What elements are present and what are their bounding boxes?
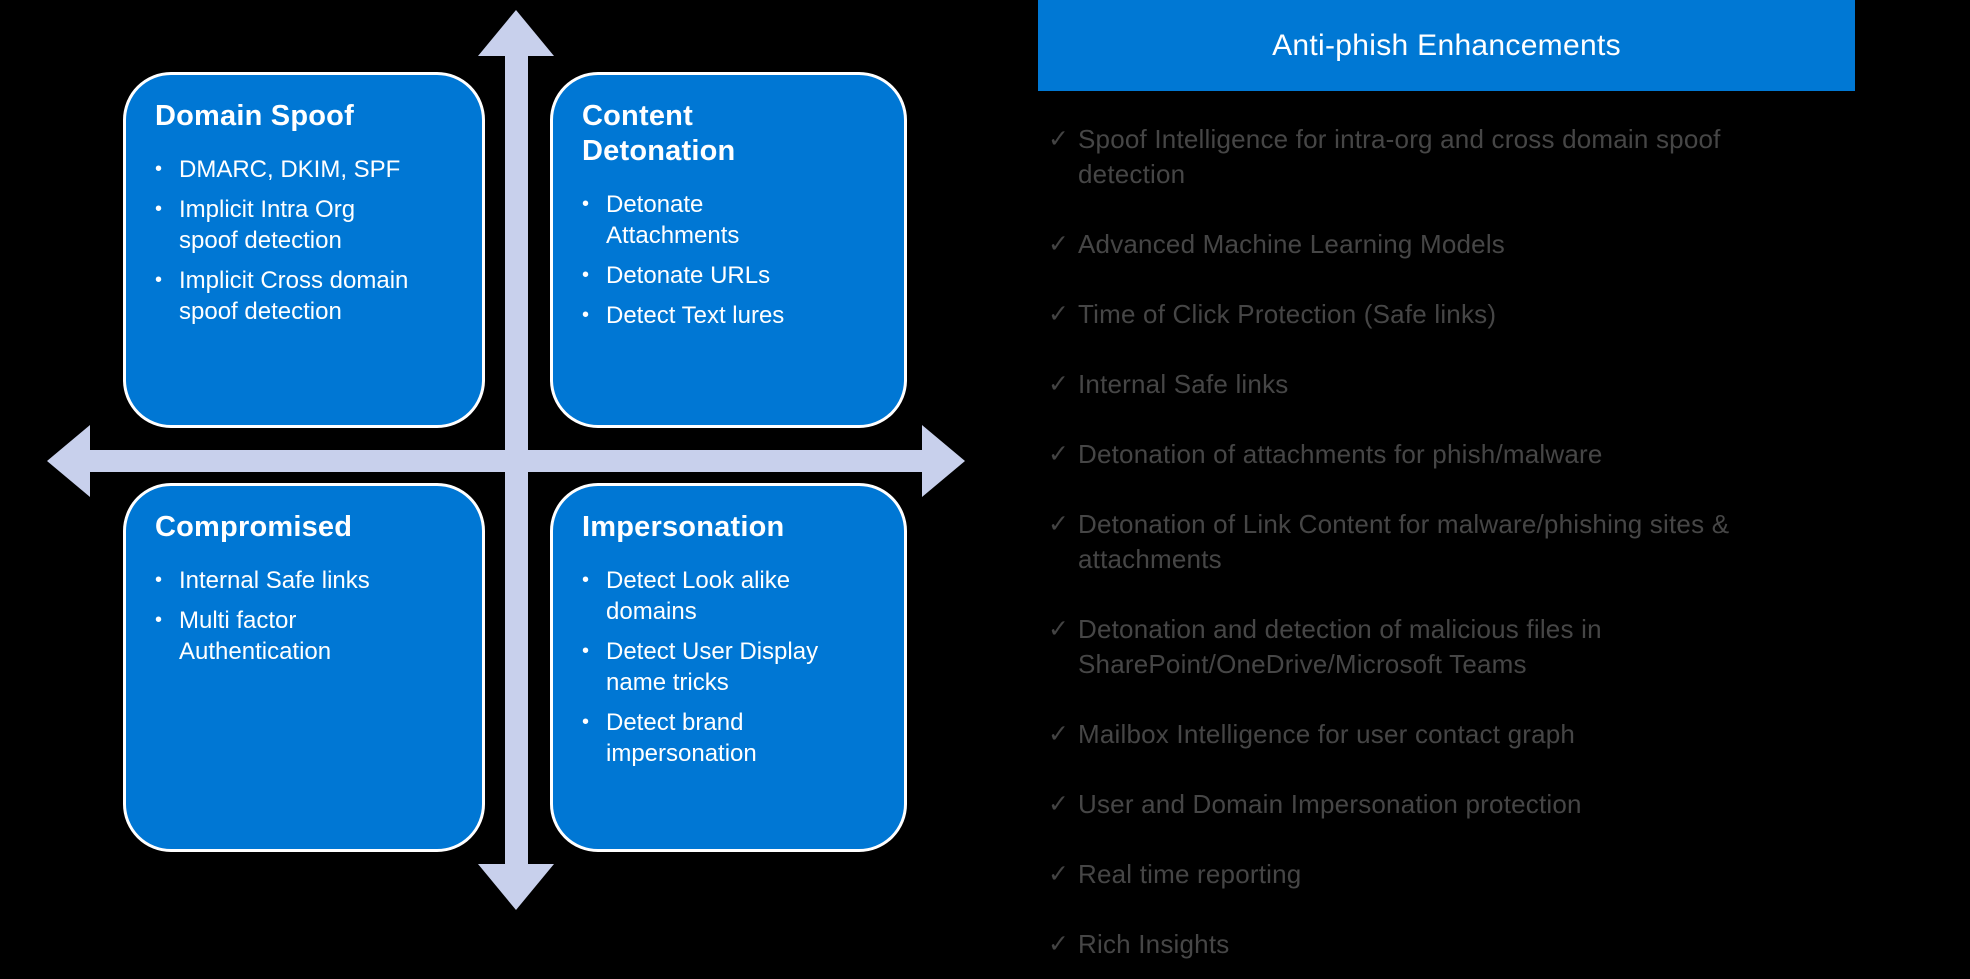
bullet-text: Implicit Cross domain spoof detection xyxy=(179,267,409,325)
checkmark-icon: ✓ xyxy=(1048,615,1069,643)
box-title: Domain Spoof xyxy=(155,100,354,132)
arrow-down-icon xyxy=(478,864,554,910)
bullet-item: • Implicit Intra Org spoof detection xyxy=(155,194,456,256)
checkmark-icon: ✓ xyxy=(1048,300,1069,328)
arrow-right-icon xyxy=(922,425,965,497)
checkmark-icon: ✓ xyxy=(1048,790,1069,818)
arrow-left-icon xyxy=(47,425,90,497)
list-item: ✓ Real time reporting xyxy=(1048,857,1838,892)
bullet-text: Detonate Attachments xyxy=(606,191,740,249)
bullet-text: DMARC, DKIM, SPF xyxy=(179,156,401,183)
checkmark-icon: ✓ xyxy=(1048,440,1069,468)
box-title: Content Detonation xyxy=(582,100,736,167)
list-item: ✓ Time of Click Protection (Safe links) xyxy=(1048,297,1838,332)
bullet-text: Detect brand impersonation xyxy=(606,709,757,767)
bullet-text: Internal Safe links xyxy=(179,567,370,594)
checkmark-icon: ✓ xyxy=(1048,720,1069,748)
quadrant-box-compromised: Compromised • Internal Safe links • Mult… xyxy=(123,483,485,852)
list-item: ✓ Mailbox Intelligence for user contact … xyxy=(1048,717,1838,752)
list-item-text: Time of Click Protection (Safe links) xyxy=(1078,299,1497,329)
checkmark-icon: ✓ xyxy=(1048,860,1069,888)
list-item: ✓ Internal Safe links xyxy=(1048,367,1838,402)
list-item-text: Spoof Intelligence for intra-org and cro… xyxy=(1078,124,1721,189)
bullet-text: Multi factor Authentication xyxy=(179,607,332,665)
list-item-text: Rich Insights xyxy=(1078,929,1230,959)
bullet-text: Detect Look alike domains xyxy=(606,567,791,625)
checkmark-icon: ✓ xyxy=(1048,230,1069,258)
bullet-marker: • xyxy=(155,158,163,180)
box-title: Compromised xyxy=(155,511,353,543)
bullet-marker: • xyxy=(155,269,163,291)
bullet-text: Detect User Display name tricks xyxy=(606,638,819,696)
list-item: ✓ Rich Insights xyxy=(1048,927,1838,962)
bullet-item: • Detonate URLs xyxy=(582,260,878,291)
list-item-text: Detonation and detection of malicious fi… xyxy=(1078,614,1602,679)
bullet-text: Detonate URLs xyxy=(606,262,771,289)
bullet-marker: • xyxy=(582,711,590,733)
checkmark-icon: ✓ xyxy=(1048,370,1069,398)
quadrant-box-domain-spoof: Domain Spoof • DMARC, DKIM, SPF • Implic… xyxy=(123,72,485,428)
list-item: ✓ User and Domain Impersonation protecti… xyxy=(1048,787,1838,822)
list-item-text: Mailbox Intelligence for user contact gr… xyxy=(1078,719,1576,749)
checkmark-icon: ✓ xyxy=(1048,510,1069,538)
bullet-marker: • xyxy=(582,304,590,326)
bullet-marker: • xyxy=(582,264,590,286)
quadrant-box-impersonation: Impersonation • Detect Look alike domain… xyxy=(550,483,907,852)
bullet-marker: • xyxy=(582,569,590,591)
list-item: ✓ Detonation and detection of malicious … xyxy=(1048,612,1838,682)
bullet-item: • Multi factor Authentication xyxy=(155,605,456,667)
bullet-item: • Detonate Attachments xyxy=(582,189,878,251)
bullet-text: Detect Text lures xyxy=(606,302,785,329)
bullet-marker: • xyxy=(582,640,590,662)
bullet-item: • Detect Text lures xyxy=(582,300,878,331)
bullet-item: • Detect User Display name tricks xyxy=(582,636,878,698)
bullet-item: • Detect Look alike domains xyxy=(582,565,878,627)
box-title: Impersonation xyxy=(582,511,785,543)
checkmark-icon: ✓ xyxy=(1048,125,1069,153)
bullet-item: • Detect brand impersonation xyxy=(582,707,878,769)
list-item-text: Detonation of Link Content for malware/p… xyxy=(1078,509,1730,574)
list-item: ✓ Detonation of Link Content for malware… xyxy=(1048,507,1838,577)
bullet-item: • Implicit Cross domain spoof detection xyxy=(155,265,456,327)
bullet-item: • DMARC, DKIM, SPF xyxy=(155,154,456,185)
list-item-text: Internal Safe links xyxy=(1078,369,1289,399)
list-item-text: Real time reporting xyxy=(1078,859,1302,889)
list-item-text: Advanced Machine Learning Models xyxy=(1078,229,1505,259)
x-axis-shaft xyxy=(86,450,924,472)
checkmark-icon: ✓ xyxy=(1048,930,1069,958)
list-item-text: Detonation of attachments for phish/malw… xyxy=(1078,439,1603,469)
bullet-item: • Internal Safe links xyxy=(155,565,456,596)
panel-title: Anti-phish Enhancements xyxy=(1272,28,1621,62)
bullet-text: Implicit Intra Org spoof detection xyxy=(179,196,356,254)
list-item-text: User and Domain Impersonation protection xyxy=(1078,789,1582,819)
list-item: ✓ Detonation of attachments for phish/ma… xyxy=(1048,437,1838,472)
bullet-marker: • xyxy=(155,569,163,591)
panel-header: Anti-phish Enhancements xyxy=(1038,0,1855,91)
arrow-up-icon xyxy=(478,10,554,56)
bullet-marker: • xyxy=(155,198,163,220)
bullet-marker: • xyxy=(155,609,163,631)
list-item: ✓ Advanced Machine Learning Models xyxy=(1048,227,1838,262)
enhancements-checklist: ✓ Spoof Intelligence for intra-org and c… xyxy=(1048,122,1838,979)
list-item: ✓ Spoof Intelligence for intra-org and c… xyxy=(1048,122,1838,192)
quadrant-box-content-detonation: Content Detonation • Detonate Attachment… xyxy=(550,72,907,428)
bullet-marker: • xyxy=(582,193,590,215)
